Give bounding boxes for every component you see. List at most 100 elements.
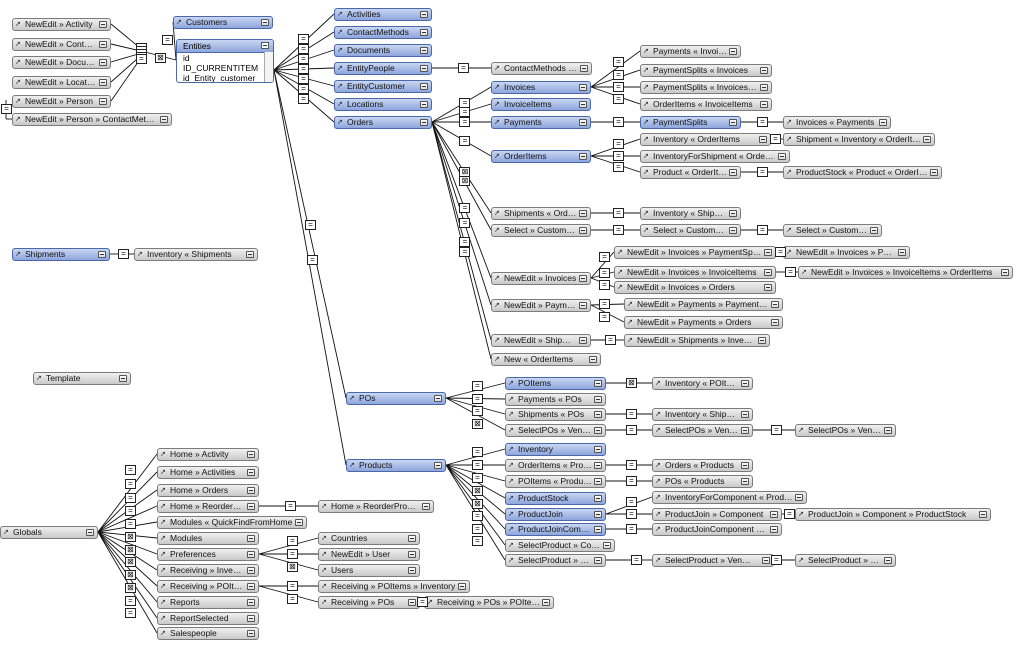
- collapse-icon[interactable]: [594, 396, 602, 403]
- relationship-operator-icon[interactable]: =: [626, 460, 637, 470]
- relationship-operator-icon[interactable]: =: [125, 595, 136, 606]
- table-occurrence-ne-per-cm[interactable]: ↗NewEdit » Person » ContactMethods: [12, 113, 172, 126]
- table-occurrence-ne-user[interactable]: ↗NewEdit » User: [318, 548, 420, 561]
- collapse-icon[interactable]: [594, 557, 602, 564]
- table-occurrence-ne-act[interactable]: ↗NewEdit » Activity: [12, 18, 111, 31]
- table-occurrence-ne-ship[interactable]: ↗NewEdit » Shipments: [491, 334, 591, 347]
- collapse-icon[interactable]: [99, 21, 107, 28]
- cartesian-join-icon[interactable]: ⊠: [125, 583, 136, 593]
- collapse-icon[interactable]: [247, 615, 255, 622]
- collapse-icon[interactable]: [295, 519, 303, 526]
- relationship-operator-icon[interactable]: =: [298, 83, 309, 94]
- table-occurrence-ne-pay[interactable]: ↗NewEdit » Payments: [491, 299, 591, 312]
- relationship-operator-icon[interactable]: =: [459, 135, 471, 146]
- relationship-line[interactable]: [431, 121, 492, 306]
- table-occurrence-ne-pay-ps[interactable]: ↗NewEdit » Payments » PaymentSplits: [624, 298, 783, 311]
- collapse-icon[interactable]: [923, 136, 931, 143]
- collapse-icon[interactable]: [729, 169, 737, 176]
- collapse-icon[interactable]: [247, 551, 255, 558]
- relationship-operator-icon[interactable]: =: [287, 593, 298, 604]
- collapse-icon[interactable]: [758, 337, 766, 344]
- relationship-operator-icon[interactable]: =: [125, 506, 136, 517]
- relationship-operator-icon[interactable]: =: [125, 479, 136, 489]
- relationship-operator-icon[interactable]: =: [613, 56, 624, 67]
- relationship-operator-icon[interactable]: =: [771, 555, 782, 565]
- table-occurrence-inventory[interactable]: ↗Inventory: [505, 443, 606, 456]
- collapse-icon[interactable]: [729, 227, 737, 234]
- table-occurrence-prod-oi[interactable]: ↗Product « OrderItems: [640, 166, 741, 179]
- relationship-operator-icon[interactable]: =: [472, 511, 483, 522]
- table-occurrence-countries[interactable]: ↗Countries: [318, 532, 420, 545]
- relationship-operator-icon[interactable]: =: [125, 607, 136, 618]
- collapse-icon[interactable]: [247, 535, 255, 542]
- collapse-icon[interactable]: [261, 19, 269, 26]
- collapse-icon[interactable]: [99, 98, 107, 105]
- relationship-operator-icon[interactable]: =: [605, 335, 616, 345]
- collapse-icon[interactable]: [420, 119, 428, 126]
- relationship-operator-icon[interactable]: =: [136, 54, 147, 65]
- relationship-operator-icon[interactable]: =: [472, 381, 483, 391]
- table-occurrence-pj-comp-ps[interactable]: ↗ProductJoin » Component » ProductStock: [795, 508, 991, 521]
- table-occurrence-ne-doc[interactable]: ↗NewEdit » Document: [12, 56, 111, 69]
- table-occurrence-inv-poitems[interactable]: ↗Inventory « POItems: [652, 377, 753, 390]
- collapse-icon[interactable]: [759, 136, 767, 143]
- relationship-operator-icon[interactable]: =: [472, 393, 483, 404]
- table-occurrence-pjc-kit[interactable]: ↗ProductJoinComponent » Kit: [652, 523, 782, 536]
- cartesian-join-icon[interactable]: ⊠: [626, 378, 637, 388]
- collapse-icon[interactable]: [594, 462, 602, 469]
- relationship-operator-icon[interactable]: =: [613, 162, 624, 173]
- table-occurrence-payments[interactable]: ↗Payments: [491, 116, 591, 129]
- collapse-icon[interactable]: [594, 411, 602, 418]
- collapse-icon[interactable]: [594, 380, 602, 387]
- table-occurrence-contactmethods[interactable]: ↗ContactMethods: [334, 26, 432, 39]
- collapse-icon[interactable]: [778, 153, 786, 160]
- relationship-operator-icon[interactable]: =: [459, 247, 471, 258]
- table-occurrence-repsel[interactable]: ↗ReportSelected: [157, 612, 259, 625]
- table-occurrence-globals[interactable]: ↗Globals: [0, 526, 98, 539]
- collapse-icon[interactable]: [99, 41, 107, 48]
- relationship-operator-icon[interactable]: =: [626, 476, 637, 486]
- table-occurrence-selpos-v2[interactable]: ↗SelectPOs » Vendor…: [652, 424, 753, 437]
- collapse-icon[interactable]: [420, 11, 428, 18]
- collapse-icon[interactable]: [580, 65, 588, 72]
- table-occurrence-reports[interactable]: ↗Reports: [157, 596, 259, 609]
- collapse-icon[interactable]: [979, 511, 987, 518]
- relationship-operator-icon[interactable]: =: [472, 524, 483, 534]
- relationship-operator-icon[interactable]: =: [125, 464, 136, 475]
- collapse-icon[interactable]: [741, 478, 749, 485]
- relationship-operator-icon[interactable]: =: [472, 472, 483, 483]
- table-occurrence-activities[interactable]: ↗Activities: [334, 8, 432, 21]
- table-occurrence-poi-prod[interactable]: ↗POItems « Products: [505, 475, 606, 488]
- relationship-operator-icon[interactable]: =: [118, 249, 129, 259]
- relationship-line[interactable]: [590, 50, 641, 88]
- collapse-icon[interactable]: [594, 511, 602, 518]
- relationship-operator-icon[interactable]: =: [626, 425, 637, 435]
- relationship-operator-icon[interactable]: =: [472, 447, 483, 458]
- relationship-operator-icon[interactable]: =: [775, 247, 786, 257]
- table-occurrence-ps-prod-oi[interactable]: ↗ProductStock « Product « OrderItems: [783, 166, 942, 179]
- relationship-line[interactable]: [445, 464, 506, 530]
- collapse-icon[interactable]: [594, 495, 602, 502]
- entities-table-header[interactable]: Entities: [177, 40, 273, 53]
- table-occurrence-pay-pos[interactable]: ↗Payments « POs: [505, 393, 606, 406]
- collapse-icon[interactable]: [408, 567, 416, 574]
- table-occurrence-sp-ven2[interactable]: ↗SelectProduct » Ven…: [652, 554, 774, 567]
- relationship-operator-icon[interactable]: =: [613, 208, 624, 218]
- collapse-icon[interactable]: [247, 583, 255, 590]
- relationship-line[interactable]: [590, 251, 615, 279]
- collapse-icon[interactable]: [594, 427, 602, 434]
- table-occurrence-h-rs[interactable]: ↗Home » ReorderStock: [157, 500, 259, 513]
- relationship-operator-icon[interactable]: =: [613, 117, 624, 127]
- collapse-icon[interactable]: [422, 503, 430, 510]
- relationship-operator-icon[interactable]: =: [626, 409, 637, 419]
- collapse-icon[interactable]: [160, 116, 168, 123]
- collapse-icon[interactable]: [729, 48, 737, 55]
- collapse-icon[interactable]: [408, 551, 416, 558]
- collapse-icon[interactable]: [760, 101, 768, 108]
- table-occurrence-entitypeople[interactable]: ↗EntityPeople: [334, 62, 432, 75]
- table-occurrence-pay-inv[interactable]: ↗Payments « Invoices: [640, 45, 741, 58]
- relationship-operator-icon[interactable]: =: [459, 117, 471, 127]
- relationship-operator-icon[interactable]: =: [298, 54, 309, 64]
- table-occurrence-sp-vend[interactable]: ↗SelectProduct » Vend…: [505, 554, 606, 567]
